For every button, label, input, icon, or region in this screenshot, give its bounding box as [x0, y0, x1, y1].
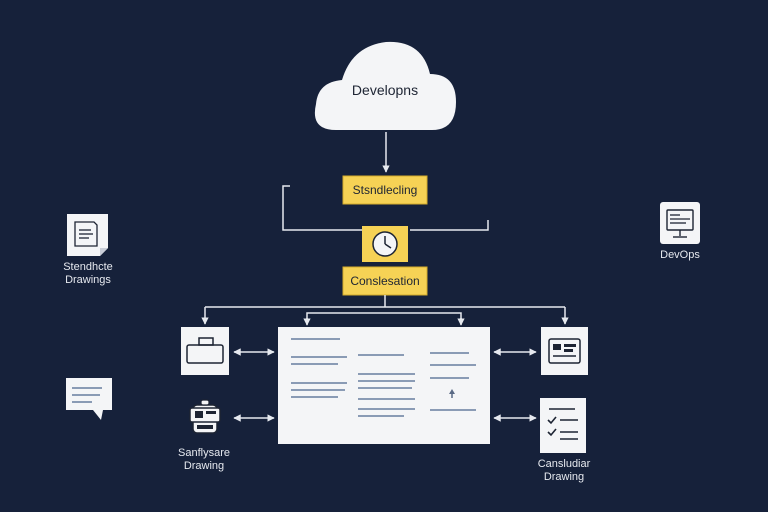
bracket-right — [410, 220, 489, 231]
document-icon — [67, 214, 108, 256]
cloud-node — [314, 41, 456, 131]
clock-icon — [372, 231, 398, 257]
step-box-top — [342, 175, 428, 205]
bus-lower — [306, 312, 462, 324]
device-icon — [181, 327, 229, 375]
step-label-bottom: Conslesation — [350, 274, 420, 288]
bracket-left — [282, 185, 362, 231]
right-bottom-label: Cansludiar Drawing — [537, 458, 591, 483]
monitor-icon — [660, 202, 700, 244]
chat-bubble-icon — [66, 378, 112, 420]
left-bottom-label: Sanflysare Drawing — [178, 447, 230, 472]
step-box-bottom — [342, 266, 428, 296]
step-label-top: Stsndlecling — [352, 183, 418, 197]
right-top-label: DevOps — [660, 249, 700, 261]
left-top-label: Stendhcte Drawings — [63, 261, 113, 286]
cloud-label: Developns — [351, 82, 419, 98]
dashboard-icon — [541, 327, 588, 375]
checklist-icon — [540, 398, 586, 453]
mobile-device-icon — [189, 399, 221, 434]
main-document-panel — [278, 327, 490, 444]
